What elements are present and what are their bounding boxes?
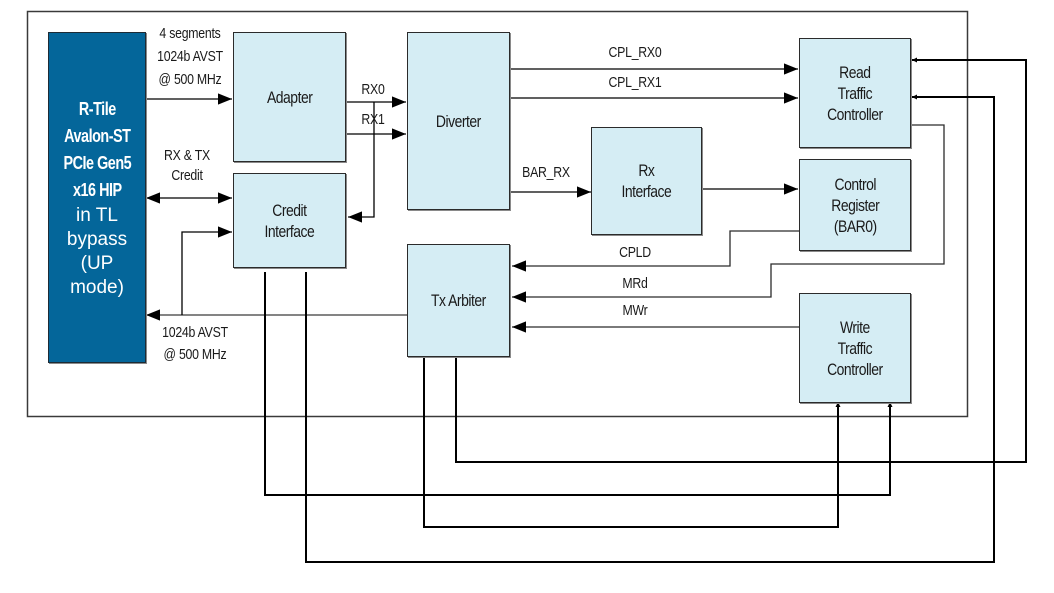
system-boundary	[26, 10, 969, 418]
credit-interface-block: Credit Interface	[233, 173, 346, 268]
loop-credit-to-write-ctrl-right	[264, 272, 893, 496]
diverter-label: Diverter	[436, 111, 481, 131]
write-traffic-controller-label: Write Traffic Controller	[827, 317, 883, 379]
cpld-label: CPLD	[619, 244, 651, 261]
rx-stream-label: 4 segments 1024b AVST @ 500 MHz	[157, 25, 223, 88]
host-label-bold: R-Tile Avalon-ST PCIe Gen5 x16 HIP	[63, 98, 131, 200]
read-traffic-controller-block: Read Traffic Controller	[799, 38, 911, 148]
credit-interface-label: Credit Interface	[264, 200, 315, 241]
loop-credit-to-read-ctrl	[305, 94, 995, 563]
cpl-rx1-label: CPL_RX1	[608, 74, 662, 91]
rx1-label: RX1	[361, 111, 385, 128]
mwr-label: MWr	[622, 302, 648, 319]
control-register-label: Control Register (BAR0)	[831, 174, 879, 236]
loop-txarbiter-to-read-ctrl-top	[455, 57, 1027, 463]
loop-txarbiter-to-write-ctrl-left	[423, 357, 841, 528]
cpl-rx0-label: CPL_RX0	[608, 44, 662, 61]
connector-tx-to-credit	[181, 226, 232, 315]
bar-rx-label: BAR_RX	[522, 164, 570, 181]
write-traffic-controller-block: Write Traffic Controller	[799, 293, 911, 403]
mrd-label: MRd	[622, 275, 648, 292]
host-label-mode: in TL bypass (UP mode)	[66, 204, 128, 298]
connector-rx-to-credit	[348, 102, 375, 223]
r-tile-hip-block: R-Tile Avalon-ST PCIe Gen5 x16 HIP in TL…	[48, 32, 146, 363]
diverter-block: Diverter	[407, 32, 510, 210]
adapter-block: Adapter	[233, 32, 346, 162]
rx-interface-label: Rx Interface	[621, 161, 672, 201]
tx-arbiter-block: Tx Arbiter	[407, 244, 510, 357]
rx-interface-block: Rx Interface	[591, 127, 702, 235]
adapter-label: Adapter	[266, 87, 313, 107]
connector-mrd	[512, 124, 945, 303]
tx-stream-label: 1024b AVST @ 500 MHz	[162, 324, 228, 363]
control-register-block: Control Register (BAR0)	[799, 159, 911, 251]
rx0-label: RX0	[361, 81, 385, 98]
read-traffic-controller-label: Read Traffic Controller	[827, 62, 883, 124]
credit-label: RX & TX Credit	[164, 147, 210, 184]
connector-cpld	[512, 230, 799, 272]
tx-arbiter-label: Tx Arbiter	[431, 291, 486, 310]
